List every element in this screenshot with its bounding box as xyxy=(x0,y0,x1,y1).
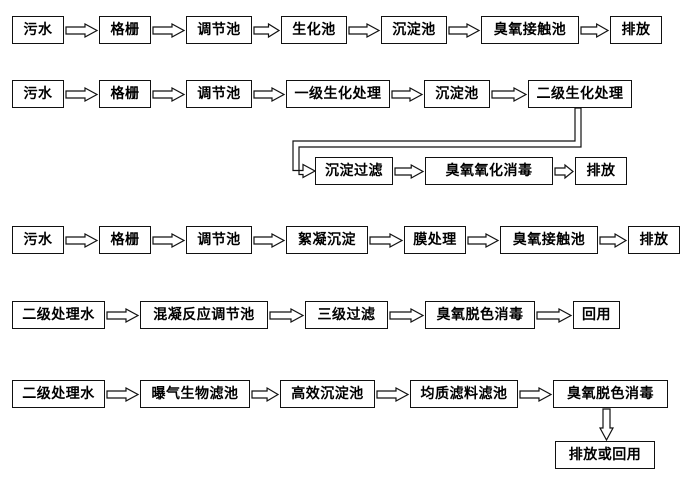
node-label: 二级处理水 xyxy=(22,386,95,402)
flow-arrow xyxy=(65,22,99,38)
flow-arrow xyxy=(253,22,281,38)
node-label: 调节池 xyxy=(197,86,241,102)
flow-arrow xyxy=(152,232,186,248)
node-label: 格栅 xyxy=(110,86,140,102)
flow-arrow xyxy=(580,22,610,38)
node-e68e92e694be[interactable]: 排放 xyxy=(575,157,627,185)
flow-arrow xyxy=(253,86,286,102)
node-e887ade6b0a7e68ea5e8a7a6e6b1a0[interactable]: 臭氧接触池 xyxy=(481,16,579,44)
node-e887ade6b0a7e884b1e889b2e6b688e6af92[interactable]: 臭氧脱色消毒 xyxy=(553,380,668,408)
node-e59b9ee794a8[interactable]: 回用 xyxy=(573,301,620,329)
node-e6b1a1e6b0b4[interactable]: 污水 xyxy=(12,226,64,254)
node-label: 污水 xyxy=(23,22,53,38)
flow-arrow xyxy=(106,386,140,402)
node-label: 臭氧氧化消毒 xyxy=(445,163,533,179)
node-e68e92e694bee68896e59b9ee794a8[interactable]: 排放或回用 xyxy=(555,441,655,469)
flow-arrow xyxy=(152,86,186,102)
node-e7949fe58c96e6b1a0[interactable]: 生化池 xyxy=(281,16,347,44)
node-e887ade6b0a7e68ea5e8a7a6e6b1a0[interactable]: 臭氧接触池 xyxy=(500,226,598,254)
node-label: 污水 xyxy=(23,86,53,102)
node-label: 臭氧接触池 xyxy=(493,22,567,38)
node-e6b289e6b780e6b1a0[interactable]: 沉淀池 xyxy=(381,16,447,44)
node-e8b083e88a82e6b1a0[interactable]: 调节池 xyxy=(186,16,252,44)
node-label: 沉淀池 xyxy=(435,86,479,102)
node-e69b9de6b094e7949fe789a9e6bba4e6b1a0[interactable]: 曝气生物滤池 xyxy=(140,380,250,408)
node-e4ba8ce7baa7e5a484e79086e6b0b4[interactable]: 二级处理水 xyxy=(12,380,105,408)
node-label: 格栅 xyxy=(110,232,140,248)
connector-ozone-decolor-to-discharge-or-reuse xyxy=(598,408,614,442)
flow-arrow xyxy=(269,307,305,323)
node-label: 调节池 xyxy=(197,232,241,248)
node-e59d87e8b4a8e6bba4e69699e6bba4e6b1a0[interactable]: 均质滤料滤池 xyxy=(410,380,518,408)
flow-arrow xyxy=(253,232,286,248)
flow-arrow xyxy=(65,232,99,248)
node-label: 臭氧脱色消毒 xyxy=(436,307,524,323)
flow-arrow xyxy=(369,232,404,248)
node-label: 三级过滤 xyxy=(317,307,376,323)
node-e8b083e88a82e6b1a0[interactable]: 调节池 xyxy=(186,226,252,254)
node-e4b880e7baa7e7949fe58c96e5a484e79086[interactable]: 一级生化处理 xyxy=(286,80,390,108)
flow-arrow xyxy=(65,86,99,102)
node-label: 排放 xyxy=(586,163,616,179)
node-e6b289e6b780e8bf87e6bba4[interactable]: 沉淀过滤 xyxy=(315,157,393,185)
node-label: 曝气生物滤池 xyxy=(151,386,239,402)
flow-arrow xyxy=(467,232,500,248)
node-label: 沉淀过滤 xyxy=(325,163,383,179)
flow-arrow xyxy=(519,386,553,402)
node-label: 沉淀池 xyxy=(392,22,436,38)
node-e8869ce5a484e79086[interactable]: 膜处理 xyxy=(404,226,466,254)
flow-arrow xyxy=(376,386,410,402)
node-label: 高效沉淀池 xyxy=(291,386,364,402)
node-label: 二级处理水 xyxy=(22,307,95,323)
node-e9ab98e69588e6b289e6b780e6b1a0[interactable]: 高效沉淀池 xyxy=(280,380,375,408)
flow-arrow xyxy=(491,86,528,102)
flow-arrow xyxy=(251,386,280,402)
node-label: 膜处理 xyxy=(413,232,457,248)
node-e68e92e694be[interactable]: 排放 xyxy=(628,226,680,254)
flow-arrow xyxy=(448,22,481,38)
node-e6a0bce6a085[interactable]: 格栅 xyxy=(99,80,151,108)
node-e6a0bce6a085[interactable]: 格栅 xyxy=(99,226,151,254)
node-label: 污水 xyxy=(23,232,53,248)
node-label: 回用 xyxy=(582,307,611,323)
flow-arrow xyxy=(106,307,140,323)
node-e6a0bce6a085[interactable]: 格栅 xyxy=(99,16,151,44)
node-label: 絮凝沉淀 xyxy=(298,232,356,248)
flow-arrow xyxy=(391,86,424,102)
flow-arrow xyxy=(348,22,381,38)
node-label: 排放 xyxy=(621,22,651,38)
node-e7b5aee5879de6b289e6b780[interactable]: 絮凝沉淀 xyxy=(286,226,368,254)
node-label: 排放或回用 xyxy=(568,447,642,463)
node-label: 一级生化处理 xyxy=(294,86,382,102)
node-label: 生化池 xyxy=(292,22,336,38)
node-e68e92e694be[interactable]: 排放 xyxy=(610,16,662,44)
node-label: 臭氧接触池 xyxy=(512,232,586,248)
node-e6b289e6b780e6b1a0[interactable]: 沉淀池 xyxy=(424,80,490,108)
node-e6b1a1e6b0b4[interactable]: 污水 xyxy=(12,80,64,108)
flow-arrow xyxy=(554,163,574,179)
flow-arrow xyxy=(536,307,573,323)
node-label: 臭氧脱色消毒 xyxy=(567,386,654,402)
node-e887ade6b0a7e884b1e889b2e6b688e6af92[interactable]: 臭氧脱色消毒 xyxy=(425,301,535,329)
node-e4b889e7baa7e8bf87e6bba4[interactable]: 三级过滤 xyxy=(305,301,388,329)
node-label: 格栅 xyxy=(110,22,140,38)
node-label: 二级生化处理 xyxy=(536,86,624,102)
flow-arrow xyxy=(394,163,425,179)
node-e887ade6b0a7e6b0a7e58c96e6b688e6af92[interactable]: 臭氧氧化消毒 xyxy=(425,157,553,185)
node-e6b1a1e6b0b4[interactable]: 污水 xyxy=(12,16,64,44)
flow-arrow xyxy=(389,307,425,323)
node-e6b7b7e5879de58f8de5ba94e8b083e88a82e6b1a0[interactable]: 混凝反应调节池 xyxy=(140,301,268,329)
node-label: 排放 xyxy=(639,232,669,248)
node-e4ba8ce7baa7e7949fe58c96e5a484e79086[interactable]: 二级生化处理 xyxy=(528,80,632,108)
node-label: 均质滤料滤池 xyxy=(420,386,508,402)
node-e4ba8ce7baa7e5a484e79086e6b0b4[interactable]: 二级处理水 xyxy=(12,301,105,329)
node-label: 调节池 xyxy=(197,22,241,38)
flow-arrow xyxy=(152,22,186,38)
node-e8b083e88a82e6b1a0[interactable]: 调节池 xyxy=(186,80,252,108)
flow-arrow xyxy=(599,232,628,248)
node-label: 混凝反应调节池 xyxy=(153,307,255,323)
